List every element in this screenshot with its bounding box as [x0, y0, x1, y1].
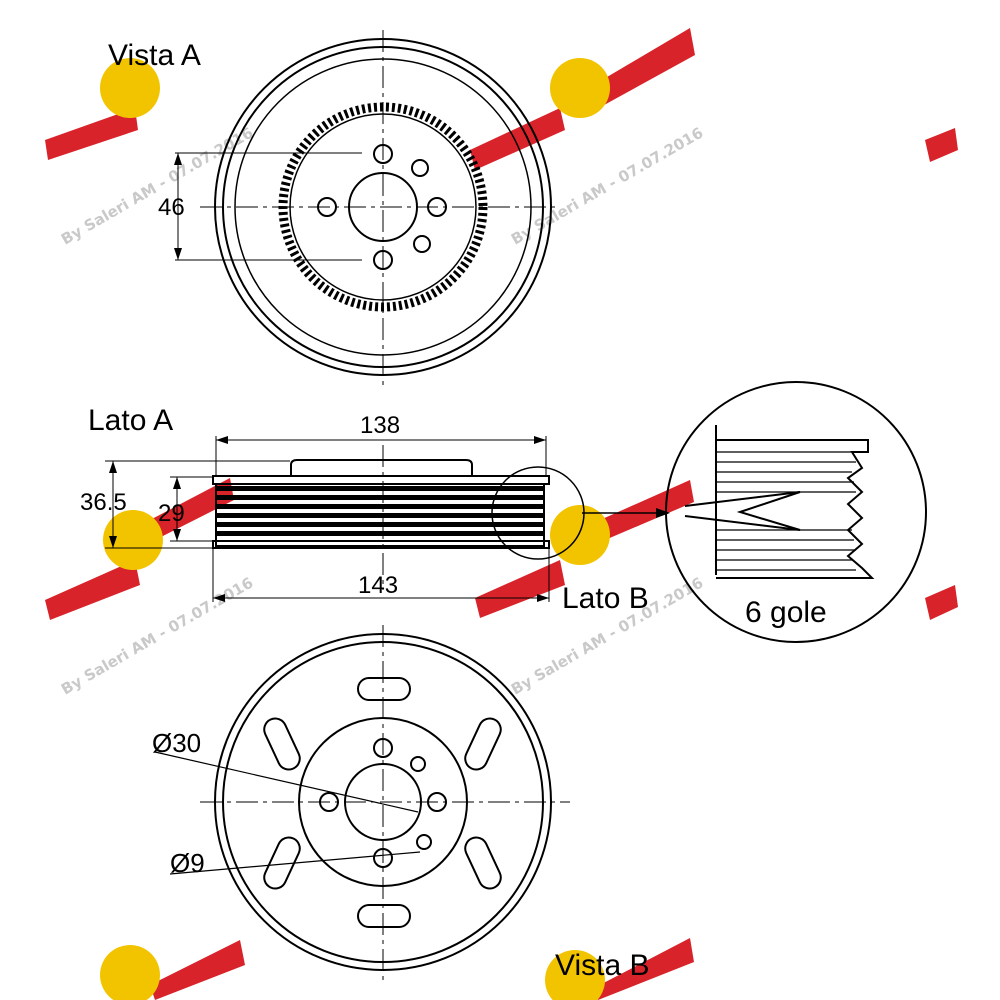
- arrow-138-right: [534, 436, 546, 444]
- label-side-a: Lato A: [88, 404, 173, 437]
- side-view: [105, 436, 668, 602]
- logo-oval-5: [100, 945, 160, 1000]
- dimension-138: 138: [360, 412, 400, 439]
- logo-wing-mid-left: [45, 478, 234, 620]
- dimension-36-5: 36.5: [80, 489, 127, 516]
- label-view-b: Vista B: [555, 949, 650, 982]
- logo-wing-bottom: [150, 938, 694, 1000]
- view-a-arrow-bottom: [174, 248, 182, 260]
- dimension-29: 29: [158, 500, 185, 527]
- logo-wing-far-right-mid: [925, 585, 958, 620]
- logo-wing-top-left: [45, 108, 138, 160]
- dimension-46: 46: [158, 194, 185, 221]
- arrow-29-top: [173, 477, 181, 489]
- logo-oval-1: [100, 58, 160, 118]
- side-view-grooves: [217, 486, 543, 536]
- logo-wing-mid-right: [475, 480, 694, 618]
- arrow-138-left: [216, 436, 228, 444]
- logo-oval-2: [550, 58, 610, 118]
- view-a-arrow-top: [174, 153, 182, 165]
- label-view-a: Vista A: [108, 39, 201, 72]
- dimension-diameter-30: Ø30: [152, 728, 201, 758]
- arrow-detail: [656, 508, 670, 518]
- arrow-36-top: [109, 461, 117, 473]
- arrow-143-left: [213, 594, 225, 602]
- logo-oval-6: [545, 950, 605, 1000]
- dimension-143: 143: [358, 572, 398, 599]
- label-side-b: Lato B: [562, 582, 649, 615]
- groove-detail: [665, 381, 927, 643]
- logo-oval-3: [103, 510, 163, 570]
- arrow-36-bottom: [109, 536, 117, 548]
- view-b: [154, 625, 570, 985]
- arrow-143-right: [537, 594, 549, 602]
- logo-wing-far-right-top: [925, 128, 958, 162]
- label-6-grooves: 6 gole: [745, 596, 827, 629]
- view-a: [175, 30, 560, 385]
- logo-oval-4: [550, 505, 610, 565]
- logo-wing-top-right: [470, 28, 695, 170]
- arrow-29-bottom: [173, 529, 181, 541]
- dimension-diameter-9: Ø9: [170, 848, 205, 878]
